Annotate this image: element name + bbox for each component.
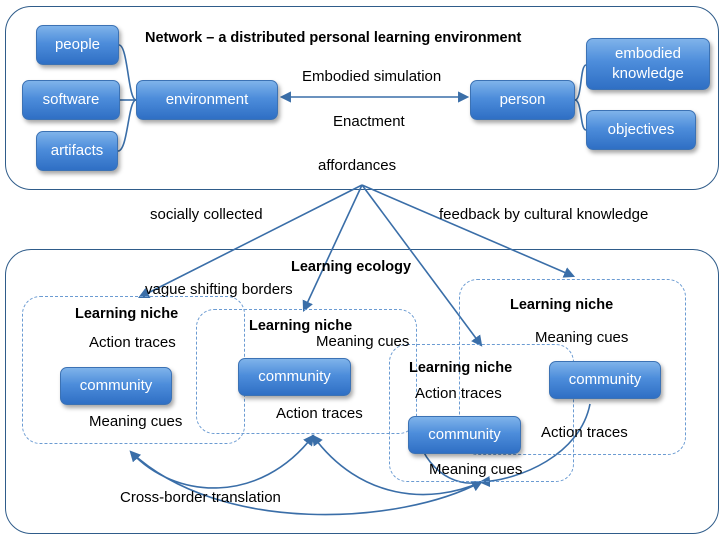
learning-ecology-panel <box>5 249 719 534</box>
cross-border-curve-3 <box>130 451 483 516</box>
learning-ecology-title: Learning ecology <box>291 259 412 275</box>
environment-label: environment <box>165 91 249 108</box>
niche-1-community-label: community <box>79 377 153 394</box>
software-node: software <box>22 80 120 120</box>
embodied-knowledge-node: embodied knowledge <box>586 38 710 90</box>
niche-2-meaning: Meaning cues <box>316 333 410 350</box>
niche-4-meaning: Meaning cues <box>535 329 629 346</box>
niche-4-community-label: community <box>568 371 642 388</box>
arrow-to-niche-2 <box>302 184 363 313</box>
cross-border-curve-5 <box>478 403 591 488</box>
cross-border-curve-2 <box>311 434 482 496</box>
niche-2-community-node: community <box>238 358 351 396</box>
arrow-to-niche-3 <box>361 184 483 347</box>
link-artifacts-environment <box>117 99 137 152</box>
niche-2-title: Learning niche <box>249 318 353 334</box>
objectives-label: objectives <box>607 121 675 138</box>
niche-1-action: Action traces <box>89 334 176 351</box>
link-people-environment <box>118 44 137 101</box>
people-label: people <box>54 36 101 53</box>
network-title: Network – a distributed personal learnin… <box>145 30 522 46</box>
arrow-to-niche-1 <box>138 184 363 299</box>
learning-niche-4 <box>459 279 686 455</box>
artifacts-label: artifacts <box>50 142 104 159</box>
niche-2-action: Action traces <box>276 405 363 422</box>
niche-3-action: Action traces <box>415 385 502 402</box>
people-node: people <box>36 25 119 65</box>
niche-3-community-label: community <box>428 426 501 443</box>
environment-node: environment <box>136 80 278 120</box>
artifacts-node: artifacts <box>36 131 118 171</box>
niche-1-meaning: Meaning cues <box>89 413 183 430</box>
link-person-objectives <box>574 99 587 131</box>
niche-2-community-label: community <box>258 368 331 385</box>
person-node: person <box>470 80 575 120</box>
enactment-label: Enactment <box>333 113 405 130</box>
niche-3-meaning: Meaning cues <box>429 461 523 478</box>
cross-border-translation-label: Cross-border translation <box>120 489 281 506</box>
niche-4-action: Action traces <box>541 424 628 441</box>
niche-1-title: Learning niche <box>75 306 179 322</box>
cross-border-curve-1 <box>129 434 315 489</box>
embodied-knowledge-label: embodied knowledge <box>612 45 684 82</box>
affordances-label: affordances <box>318 157 397 174</box>
learning-niche-3 <box>389 344 574 482</box>
niche-3-title: Learning niche <box>409 360 513 376</box>
niche-4-title: Learning niche <box>510 297 614 313</box>
objectives-node: objectives <box>586 110 696 150</box>
niche-4-community-node: community <box>549 361 661 399</box>
software-label: software <box>42 91 100 108</box>
feedback-label: feedback by cultural knowledge <box>439 206 649 223</box>
link-person-knowledge <box>574 64 587 101</box>
embodied-simulation-label: Embodied simulation <box>302 68 442 85</box>
learning-niche-2 <box>196 309 417 434</box>
socially-collected-label: socially collected <box>150 206 263 223</box>
vague-borders-label: vague shifting borders <box>145 281 293 298</box>
niche-3-community-node: community <box>408 416 521 454</box>
arrow-to-niche-4 <box>361 184 576 278</box>
person-label: person <box>499 91 546 108</box>
niche-1-community-node: community <box>60 367 172 405</box>
